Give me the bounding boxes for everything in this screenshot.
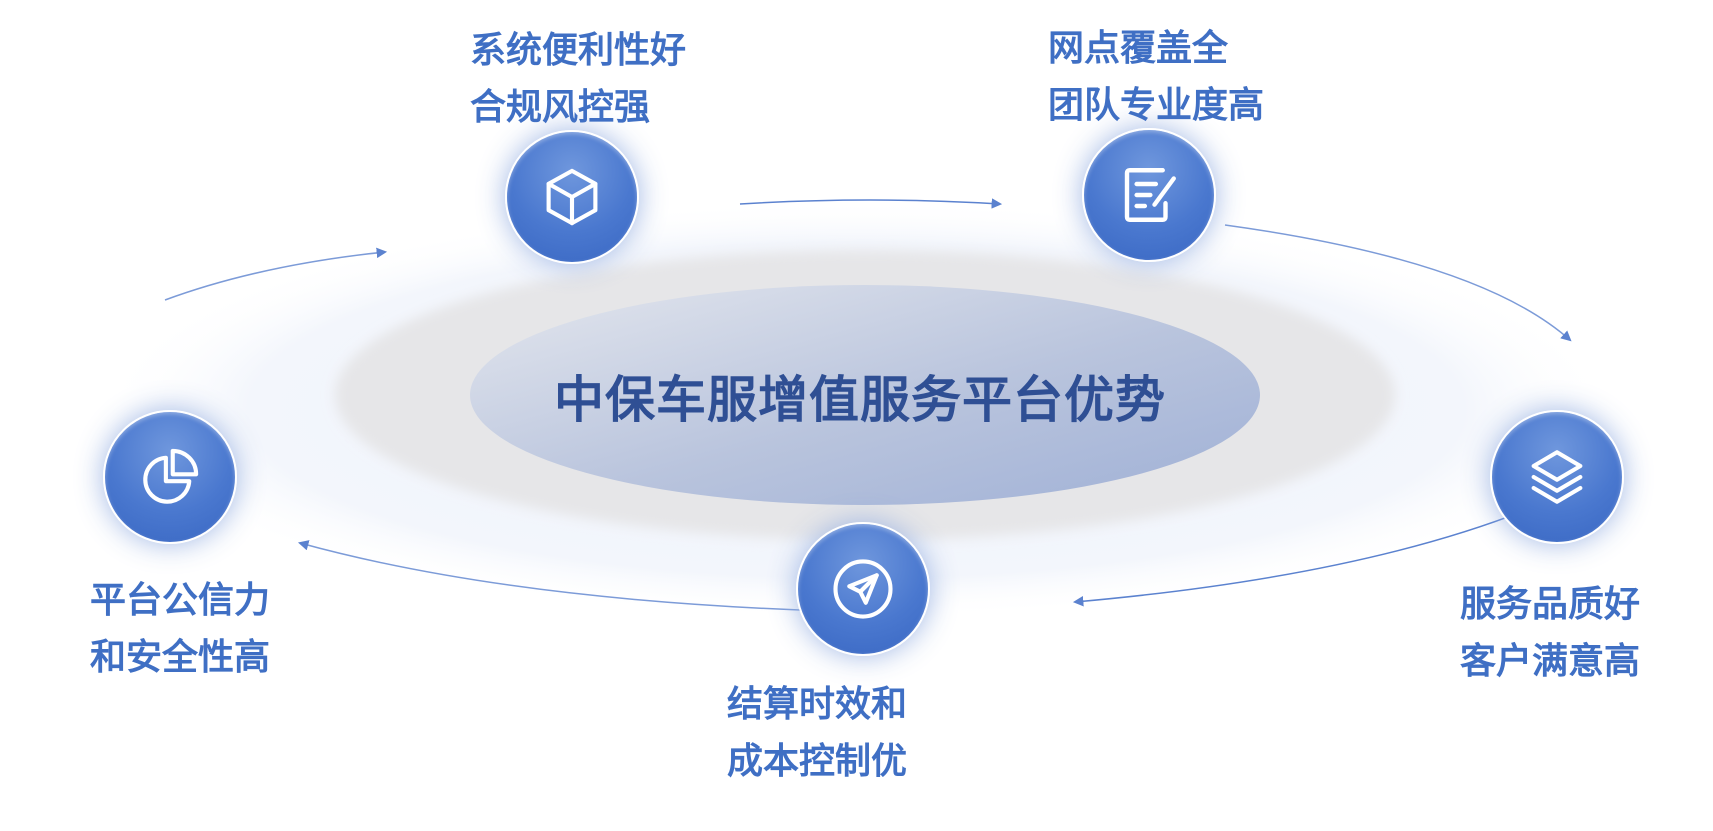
cube-icon [546,168,598,226]
layers-icon [1531,450,1583,504]
label-system: 系统便利性好 合规风控强 [470,22,686,136]
label-line: 团队专业度高 [1048,85,1265,126]
node-settlement [796,522,930,656]
cycle-arrow [739,198,1003,209]
center-title: 中保车服增值服务平台优势 [554,371,1166,429]
node-service [1490,410,1624,544]
node-platform [103,410,237,544]
paper-plane-icon [833,559,893,619]
pie-chart-icon [143,448,199,504]
cycle-arrow [164,247,388,301]
label-line: 成本控制优 [727,741,908,782]
label-line: 和安全性高 [90,637,271,678]
node-network [1082,128,1216,262]
label-line: 结算时效和 [727,684,908,725]
cycle-arrow [297,540,801,611]
label-line: 合规风控强 [470,87,651,128]
label-line: 网点覆盖全 [1048,28,1229,69]
document-edit-icon [1124,168,1176,222]
cycle-arrow [1224,224,1572,342]
node-system [505,130,639,264]
inner-core [470,285,1260,505]
label-platform: 平台公信力 和安全性高 [90,572,270,686]
label-network: 网点覆盖全 团队专业度高 [1048,20,1264,134]
label-line: 系统便利性好 [470,30,687,71]
label-line: 平台公信力 [90,580,271,621]
label-service: 服务品质好 客户满意高 [1460,576,1640,690]
label-line: 客户满意高 [1460,641,1641,682]
label-settlement: 结算时效和 成本控制优 [727,676,907,790]
label-line: 服务品质好 [1460,584,1641,625]
